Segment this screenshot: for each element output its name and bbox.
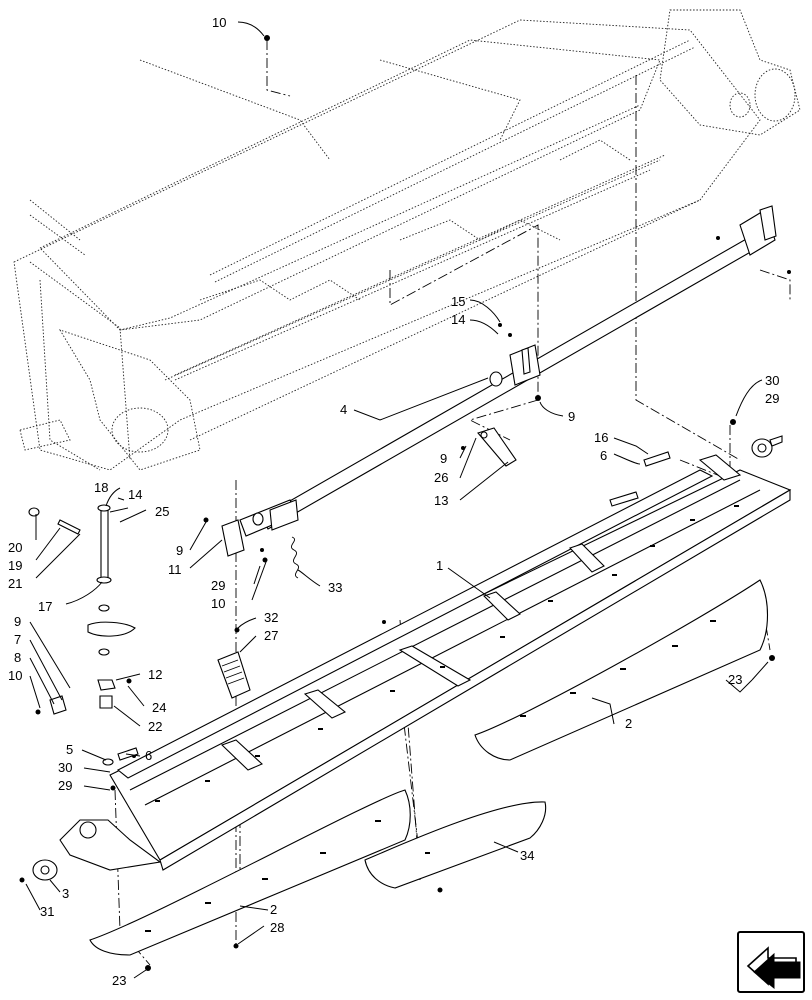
- callout-29: 29: [58, 778, 72, 793]
- callout-12: 12: [148, 667, 162, 682]
- callout-10: 10: [211, 596, 225, 611]
- bearing-hardware: [32, 435, 783, 881]
- callout-23: 23: [112, 973, 126, 988]
- callout-13: 13: [434, 493, 448, 508]
- leader-lines: [25, 21, 769, 979]
- callout-20: 20: [8, 540, 22, 555]
- callout-10: 10: [212, 15, 226, 30]
- callout-9: 9: [176, 543, 183, 558]
- callout-14: 14: [451, 312, 465, 327]
- callout-11: 11: [168, 562, 182, 577]
- callout-28: 28: [270, 920, 284, 935]
- callout-5: 5: [66, 742, 73, 757]
- callout-labels: 10 15 14 4 9 30 29 16 6 9 26 13 18 14 25…: [8, 15, 779, 988]
- lever-arm: [477, 427, 517, 467]
- fasteners: [19, 35, 791, 971]
- callout-4: 4: [340, 402, 347, 417]
- callout-30: 30: [58, 760, 72, 775]
- callout-22: 22: [148, 719, 162, 734]
- callout-8: 8: [14, 650, 21, 665]
- callout-18: 18: [94, 480, 108, 495]
- callout-25: 25: [155, 504, 169, 519]
- curved-shield-upper-right: [474, 579, 768, 761]
- callout-2: 2: [625, 716, 632, 731]
- callout-30: 30: [765, 373, 779, 388]
- callout-21: 21: [8, 576, 22, 591]
- callout-1: 1: [436, 558, 443, 573]
- curved-shield-lower-left: [89, 789, 411, 956]
- next-page-arrow-icon[interactable]: [737, 931, 805, 993]
- header-frame-assembly: [13, 9, 801, 471]
- adjustment-bolt-stack: [28, 504, 136, 715]
- callout-3: 3: [62, 886, 69, 901]
- callout-16: 16: [594, 430, 608, 445]
- spring: [291, 536, 299, 579]
- main-pan-assembly: [59, 454, 792, 871]
- step-plate: [217, 651, 251, 699]
- shaft-end-bracket: [221, 499, 299, 557]
- callout-6: 6: [600, 448, 607, 463]
- callout-19: 19: [8, 558, 22, 573]
- curved-shield-small: [364, 801, 547, 889]
- callout-7: 7: [14, 632, 21, 647]
- callout-26: 26: [434, 470, 448, 485]
- callout-9: 9: [440, 451, 447, 466]
- callout-9: 9: [14, 614, 21, 629]
- callout-34: 34: [520, 848, 534, 863]
- callout-29: 29: [765, 391, 779, 406]
- callout-2: 2: [270, 902, 277, 917]
- callout-14: 14: [128, 487, 142, 502]
- callout-10: 10: [8, 668, 22, 683]
- callout-9: 9: [568, 409, 575, 424]
- callout-31: 31: [40, 904, 54, 919]
- callout-23: 23: [728, 672, 742, 687]
- drive-shaft: [239, 205, 777, 537]
- callout-32: 32: [264, 610, 278, 625]
- callout-17: 17: [38, 599, 52, 614]
- callout-29: 29: [211, 578, 225, 593]
- callout-33: 33: [328, 580, 342, 595]
- callout-24: 24: [152, 700, 166, 715]
- callout-15: 15: [451, 294, 465, 309]
- reference-lines: [114, 40, 791, 966]
- callout-6: 6: [145, 748, 152, 763]
- callout-27: 27: [264, 628, 278, 643]
